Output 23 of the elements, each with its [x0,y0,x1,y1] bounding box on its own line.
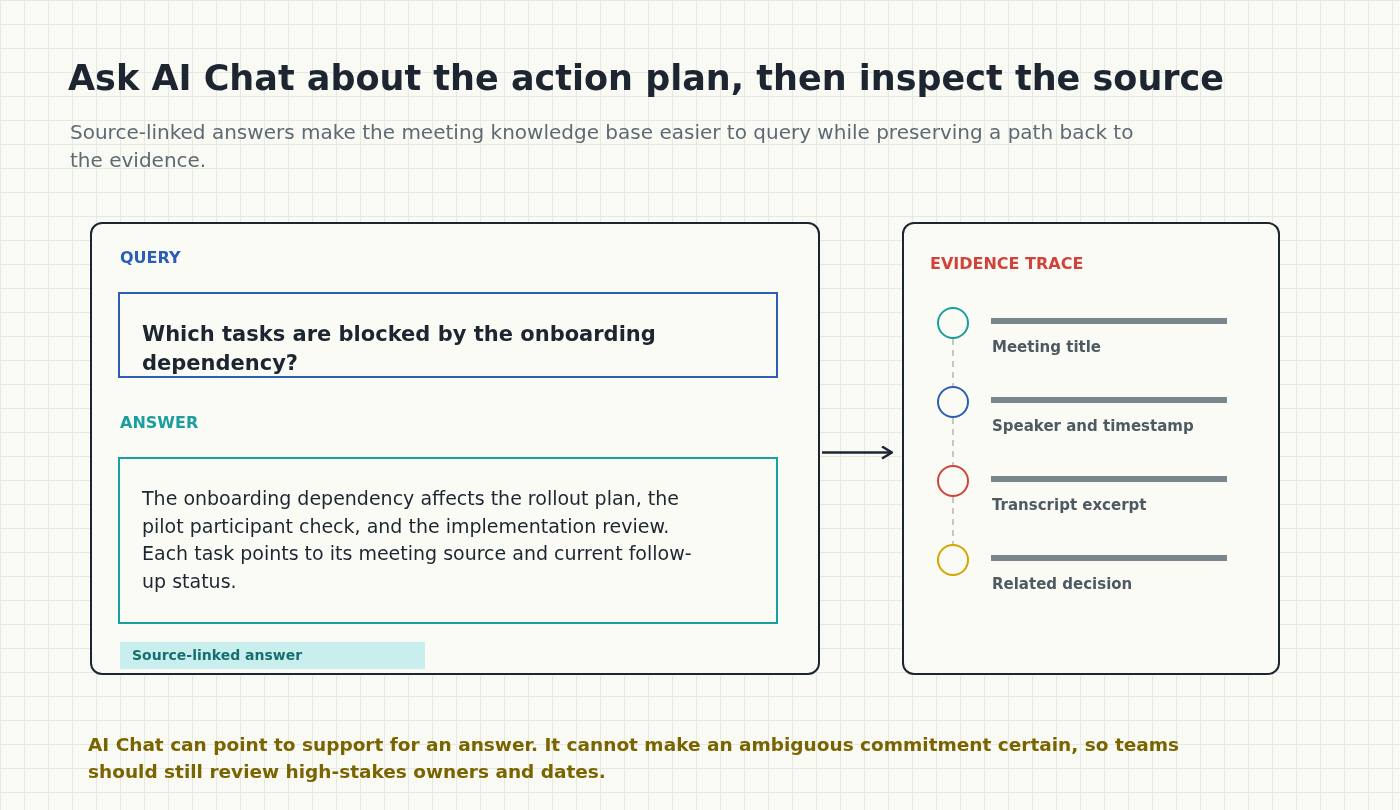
connector-line [952,338,954,387]
field-label: Speaker and timestamp [992,417,1194,435]
answer-text: The onboarding dependency affects the rollout plan, the pilot participant check, and the implementation review. Each task points to its meeting source and current follow-up status. [142,486,693,594]
subtitle: Source-linked answers make the meeting knowledge base easier to query while preserving a path back to the evidence. [70,119,1135,174]
question-text: Which tasks are blocked by the onboarding dependency? [142,321,657,377]
timeline-dot [937,386,969,418]
caption-note: AI Chat can point to support for an answer. It cannot make an ambiguous commitment certain, so teams should still review high-stakes owners and dates. [88,733,1181,784]
connector-line [952,496,954,545]
field-label: Meeting title [992,338,1102,356]
section-heading: EVIDENCE TRACE [930,254,1084,273]
tag-label: Source-linked answer [120,642,425,669]
timeline-dot [937,544,969,576]
section-heading: ANSWER [120,413,199,432]
panel-card [902,222,1280,675]
connector-line [952,417,954,466]
field-label: Transcript excerpt [992,496,1147,514]
title: Ask AI Chat about the action plan, then inspect the source [68,58,1225,98]
panel-card [90,222,820,675]
timeline-dot [937,465,969,497]
field-label: Related decision [992,575,1133,593]
timeline-dot [937,307,969,339]
arrow [822,445,894,460]
section-heading: QUERY [120,248,181,267]
